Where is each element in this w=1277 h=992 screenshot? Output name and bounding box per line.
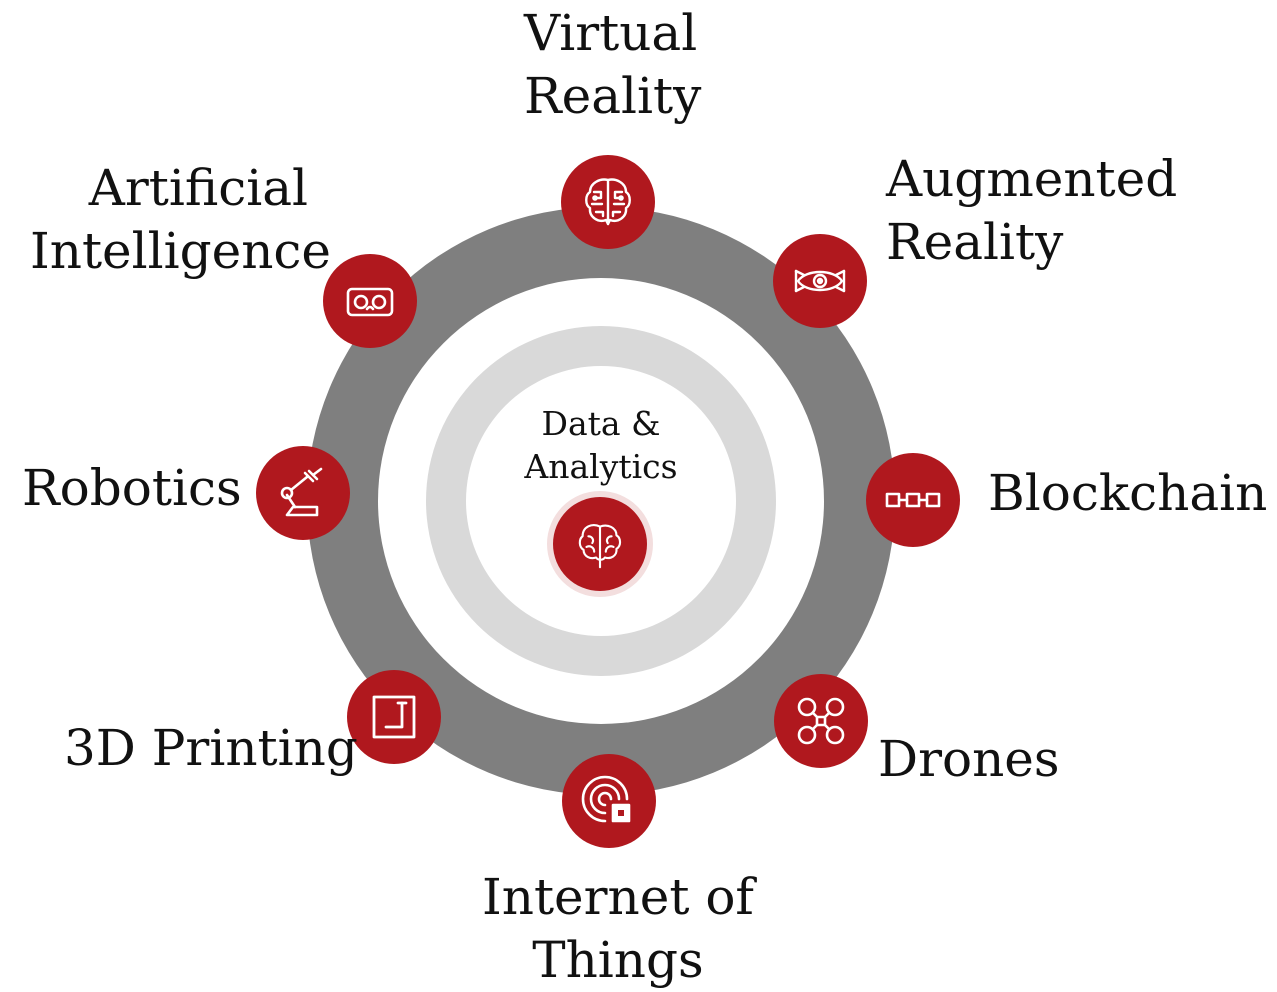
label-artificial-intelligence: Artificial Intelligence	[30, 157, 332, 283]
vr-headset-icon	[323, 254, 417, 348]
label-3d-printing: 3D Printing	[64, 717, 358, 780]
label-augmented-reality-line1: Augmented	[886, 150, 1178, 208]
label-artificial-intelligence-line2: Intelligence	[30, 222, 332, 280]
iot-signal-icon	[562, 754, 656, 848]
label-augmented-reality: Augmented Reality	[886, 148, 1177, 274]
label-internet-of-things-line1: Internet of	[482, 868, 754, 926]
label-virtual-reality-line1: Virtual	[524, 4, 698, 62]
center-title: Data & Analytics	[501, 402, 701, 488]
label-3d-printing-line1: 3D Printing	[64, 719, 358, 777]
3d-printer-icon	[347, 670, 441, 764]
label-virtual-reality: Virtual Reality	[524, 2, 701, 128]
brain-icon	[553, 497, 647, 591]
label-drones: Drones	[878, 728, 1060, 791]
label-blockchain-line1: Blockchain	[988, 464, 1268, 522]
label-internet-of-things: Internet of Things	[482, 866, 754, 992]
eye-ar-icon	[773, 234, 867, 328]
label-blockchain: Blockchain	[988, 462, 1267, 525]
label-robotics-line1: Robotics	[22, 459, 242, 517]
label-robotics: Robotics	[22, 457, 242, 520]
label-virtual-reality-line2: Reality	[524, 67, 702, 125]
label-internet-of-things-line2: Things	[532, 931, 704, 989]
label-drones-line1: Drones	[878, 730, 1060, 788]
brain-circuit-icon	[561, 155, 655, 249]
robot-arm-icon	[256, 446, 350, 540]
label-artificial-intelligence-line1: Artificial	[88, 159, 308, 217]
center-title-line2: Analytics	[524, 447, 678, 486]
label-augmented-reality-line2: Reality	[886, 213, 1064, 271]
drone-icon	[774, 674, 868, 768]
chain-blocks-icon	[866, 453, 960, 547]
center-title-line1: Data &	[541, 404, 661, 443]
